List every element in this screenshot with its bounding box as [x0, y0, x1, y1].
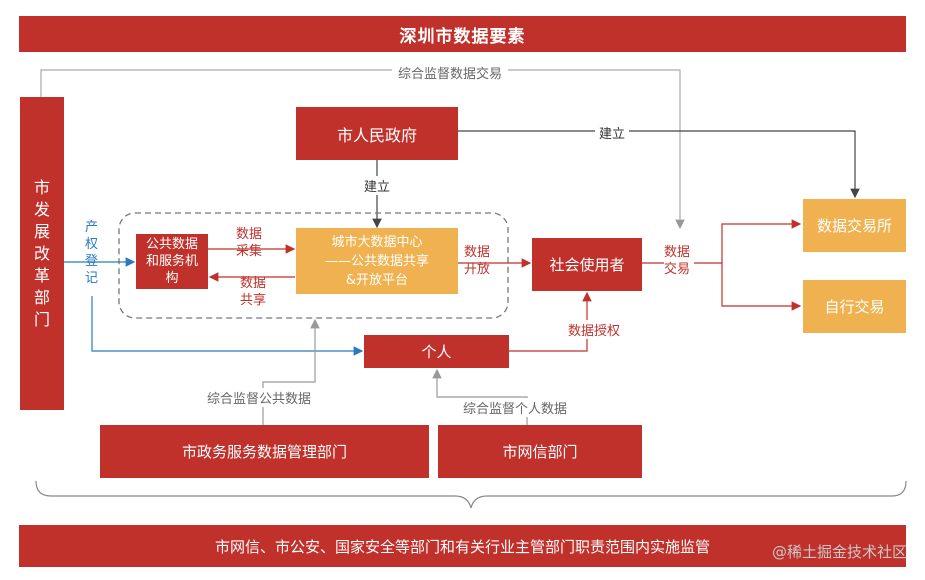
- label-share: 数据共享: [240, 276, 267, 308]
- bigdata-center-label: 城市大数据中心——公共数据共享&开放平台: [324, 234, 429, 288]
- page-title: 深圳市数据要素: [399, 26, 526, 47]
- social-user-node: 社会使用者: [532, 238, 642, 291]
- title-bar: 深圳市数据要素: [19, 16, 906, 52]
- public-org-node: 公共数据和服务机构: [136, 234, 208, 289]
- bigdata-center-node: 城市大数据中心——公共数据共享&开放平台: [296, 228, 458, 294]
- reform-dept-node: 市发展改革部门: [20, 97, 64, 410]
- label-property-reg: 产权登记: [85, 220, 99, 286]
- cyber-dept-label: 市网信部门: [502, 443, 578, 461]
- footer-text: 市网信、市公安、国家安全等部门和有关行业主管部门职责范围内实施监管: [214, 537, 710, 556]
- individual-node: 个人: [364, 335, 509, 368]
- label-supervise-personal: 综合监督个人数据: [461, 398, 570, 417]
- social-user-label: 社会使用者: [549, 256, 625, 274]
- footer-bar: 市网信、市公安、国家安全等部门和有关行业主管部门职责范围内实施监管: [19, 525, 906, 567]
- label-open: 数据开放: [464, 245, 491, 277]
- label-collect: 数据采集: [236, 227, 263, 259]
- label-supervise-public: 综合监督公共数据: [205, 388, 314, 407]
- exchange-node: 数据交易所: [803, 199, 906, 252]
- label-establish-2: 建立: [362, 176, 393, 195]
- label-trade: 数据交易: [664, 244, 694, 278]
- public-org-label: 公共数据和服务机构: [145, 237, 198, 286]
- label-supervise-trade: 综合监督数据交易: [392, 63, 509, 82]
- city-gov-label: 市人民政府: [336, 125, 417, 145]
- watermark: @稀土掘金技术社区: [771, 543, 907, 561]
- city-gov-node: 市人民政府: [296, 107, 458, 160]
- individual-label: 个人: [421, 343, 452, 361]
- label-authorize: 数据授权: [566, 320, 623, 339]
- gov-service-dept-node: 市政务服务数据管理部门: [100, 425, 429, 478]
- exchange-label: 数据交易所: [816, 217, 892, 235]
- label-establish-1: 建立: [595, 123, 630, 142]
- self-trade-node: 自行交易: [803, 280, 906, 333]
- cyber-dept-node: 市网信部门: [438, 425, 642, 478]
- gov-service-dept-label: 市政务服务数据管理部门: [181, 443, 347, 461]
- reform-dept-label: 市发展改革部门: [33, 177, 50, 329]
- self-trade-label: 自行交易: [824, 298, 885, 316]
